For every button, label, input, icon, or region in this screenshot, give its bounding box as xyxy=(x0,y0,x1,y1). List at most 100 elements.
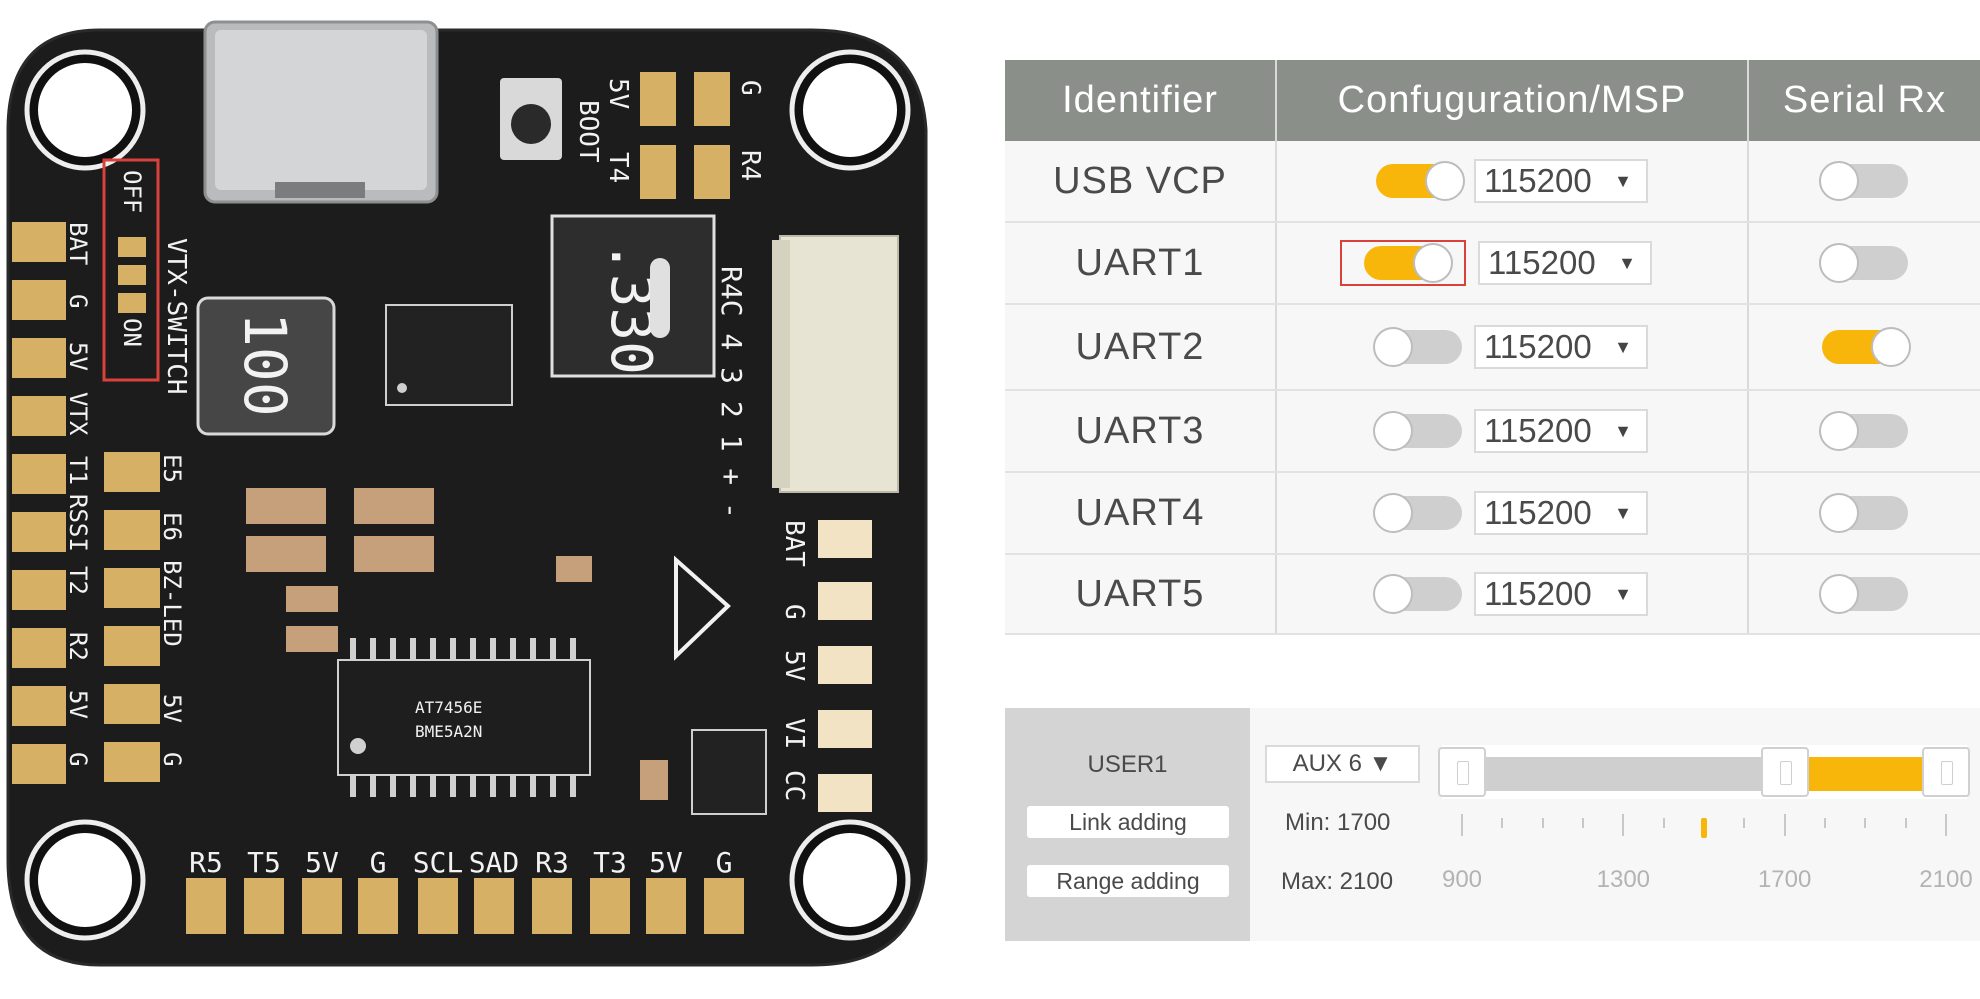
toggle-knob xyxy=(1818,161,1859,201)
table-row: UART3 115200▼ xyxy=(1005,391,1980,473)
port-identifier-cell: USB VCP xyxy=(1005,141,1277,221)
mounting-hole xyxy=(789,819,911,941)
serial-rx-toggle[interactable] xyxy=(1818,411,1908,451)
right-label: CC xyxy=(779,770,809,801)
port-identifier-cell: UART1 xyxy=(1005,223,1277,303)
mounting-hole xyxy=(24,49,146,171)
msp-cell: 115200▼ xyxy=(1277,305,1749,389)
connector-label: R4C 4 3 2 1 + - xyxy=(715,266,748,519)
left-label: G xyxy=(64,752,92,766)
table-row: UART4 115200▼ xyxy=(1005,473,1980,555)
pad xyxy=(640,72,676,126)
inner-label: E5 xyxy=(158,454,186,483)
left-label: BAT xyxy=(64,222,92,265)
switch-on-label: ON xyxy=(118,318,146,347)
baud-rate-value: 115200 xyxy=(1484,328,1592,365)
modes-panel: USER1 Link adding Range adding AUX 6 ▼ M… xyxy=(1005,708,1980,941)
baud-rate-select[interactable]: 115200▼ xyxy=(1474,409,1648,453)
mounting-hole xyxy=(789,49,911,171)
msp-toggle[interactable] xyxy=(1373,327,1462,367)
current-value-marker xyxy=(1701,818,1707,838)
scale-minor-tick xyxy=(1582,818,1584,828)
serial-rx-toggle[interactable] xyxy=(1821,327,1911,367)
header-identifier: Identifier xyxy=(1005,60,1277,141)
table-row: UART5 115200▼ xyxy=(1005,555,1980,635)
toggle-knob xyxy=(1373,574,1413,614)
table-header: Identifier Confuguration/MSP Serial Rx xyxy=(1005,60,1980,141)
serial-rx-cell xyxy=(1749,305,1980,389)
osd-chip: AT7456E BME5A2N xyxy=(337,638,591,797)
boot-button xyxy=(500,78,562,160)
inner-pads xyxy=(104,452,160,782)
port-identifier: UART5 xyxy=(1075,572,1205,615)
inner-label: BZ-LED xyxy=(158,560,186,647)
port-identifier-cell: UART4 xyxy=(1005,473,1277,553)
svg-text:100: 100 xyxy=(231,312,299,417)
slider-handle-max[interactable] xyxy=(1922,747,1970,797)
switch-pad xyxy=(118,237,146,257)
svg-text:T5: T5 xyxy=(247,846,281,879)
svg-text:G: G xyxy=(716,846,733,879)
baud-rate-value: 115200 xyxy=(1484,162,1592,199)
msp-toggle[interactable] xyxy=(1376,161,1465,201)
baud-rate-select[interactable]: 115200▼ xyxy=(1474,325,1648,369)
serial-rx-cell xyxy=(1749,141,1980,221)
port-identifier: UART3 xyxy=(1075,409,1205,452)
flight-controller-board: 5V BOOT T4 G R4 OFF ON VTX-SWITCH BAT G … xyxy=(6,20,928,967)
mounting-hole xyxy=(24,819,146,941)
slider-handle-min[interactable] xyxy=(1760,747,1809,797)
msp-toggle[interactable] xyxy=(1373,574,1462,614)
baud-rate-select[interactable]: 115200▼ xyxy=(1474,491,1648,535)
scale-minor-tick xyxy=(1662,818,1665,828)
highlight-box xyxy=(1340,240,1466,286)
aux-channel-select[interactable]: AUX 6 ▼ xyxy=(1265,745,1420,783)
left-label: 5V xyxy=(64,690,92,719)
range-slider[interactable] xyxy=(1438,745,1970,799)
pad xyxy=(640,145,676,199)
svg-text:5V: 5V xyxy=(649,846,683,879)
pad xyxy=(694,145,730,199)
baud-rate-select[interactable]: 115200▼ xyxy=(1474,572,1648,616)
right-label: VI xyxy=(779,718,809,749)
baud-rate-select[interactable]: 115200▼ xyxy=(1474,159,1648,203)
svg-text:BME5A2N: BME5A2N xyxy=(415,722,482,741)
port-identifier: UART4 xyxy=(1075,491,1205,534)
serial-rx-cell xyxy=(1749,223,1980,303)
scale-minor-tick xyxy=(1541,818,1544,828)
table-row: USB VCP 115200▼ xyxy=(1005,141,1980,223)
svg-text:T3: T3 xyxy=(593,846,627,879)
msp-toggle[interactable] xyxy=(1373,411,1462,451)
capacitors xyxy=(246,488,668,800)
serial-rx-toggle[interactable] xyxy=(1818,243,1908,283)
port-identifier-cell: UART2 xyxy=(1005,305,1277,389)
dropdown-arrow-icon: ▼ xyxy=(1618,252,1636,273)
toggle-knob xyxy=(1818,411,1859,451)
msp-cell: 115200▼ xyxy=(1277,141,1749,221)
scale-tick-label: 1700 xyxy=(1757,866,1812,893)
range-adding-button[interactable]: Range adding xyxy=(1027,865,1229,897)
switch-pad xyxy=(118,293,146,313)
serial-rx-toggle[interactable] xyxy=(1818,493,1908,533)
pad xyxy=(694,72,730,126)
baud-rate-select[interactable]: 115200▼ xyxy=(1478,241,1652,285)
msp-cell: 115200▼ xyxy=(1277,223,1749,303)
port-identifier: UART2 xyxy=(1075,325,1205,368)
msp-toggle[interactable] xyxy=(1373,493,1462,533)
inductor-100: 100 xyxy=(196,296,336,436)
slider-active-range xyxy=(1784,757,1946,791)
left-pads xyxy=(12,222,66,784)
mode-name: USER1 xyxy=(1087,751,1168,778)
scale-major-tick xyxy=(1783,814,1786,836)
slider-end-handle-left xyxy=(1438,747,1486,797)
serial-rx-toggle[interactable] xyxy=(1818,574,1908,614)
serial-rx-toggle[interactable] xyxy=(1818,161,1908,201)
scale-minor-tick xyxy=(1904,818,1907,828)
inner-label: 5V xyxy=(158,694,186,723)
label-boot: BOOT xyxy=(573,100,603,163)
max-value-label: Max: 2100 xyxy=(1281,868,1394,895)
scale-tick-label: 900 xyxy=(1441,866,1483,893)
link-adding-button[interactable]: Link adding xyxy=(1027,806,1229,838)
msp-toggle[interactable] xyxy=(1364,243,1453,283)
svg-text:SCL: SCL xyxy=(413,846,464,879)
